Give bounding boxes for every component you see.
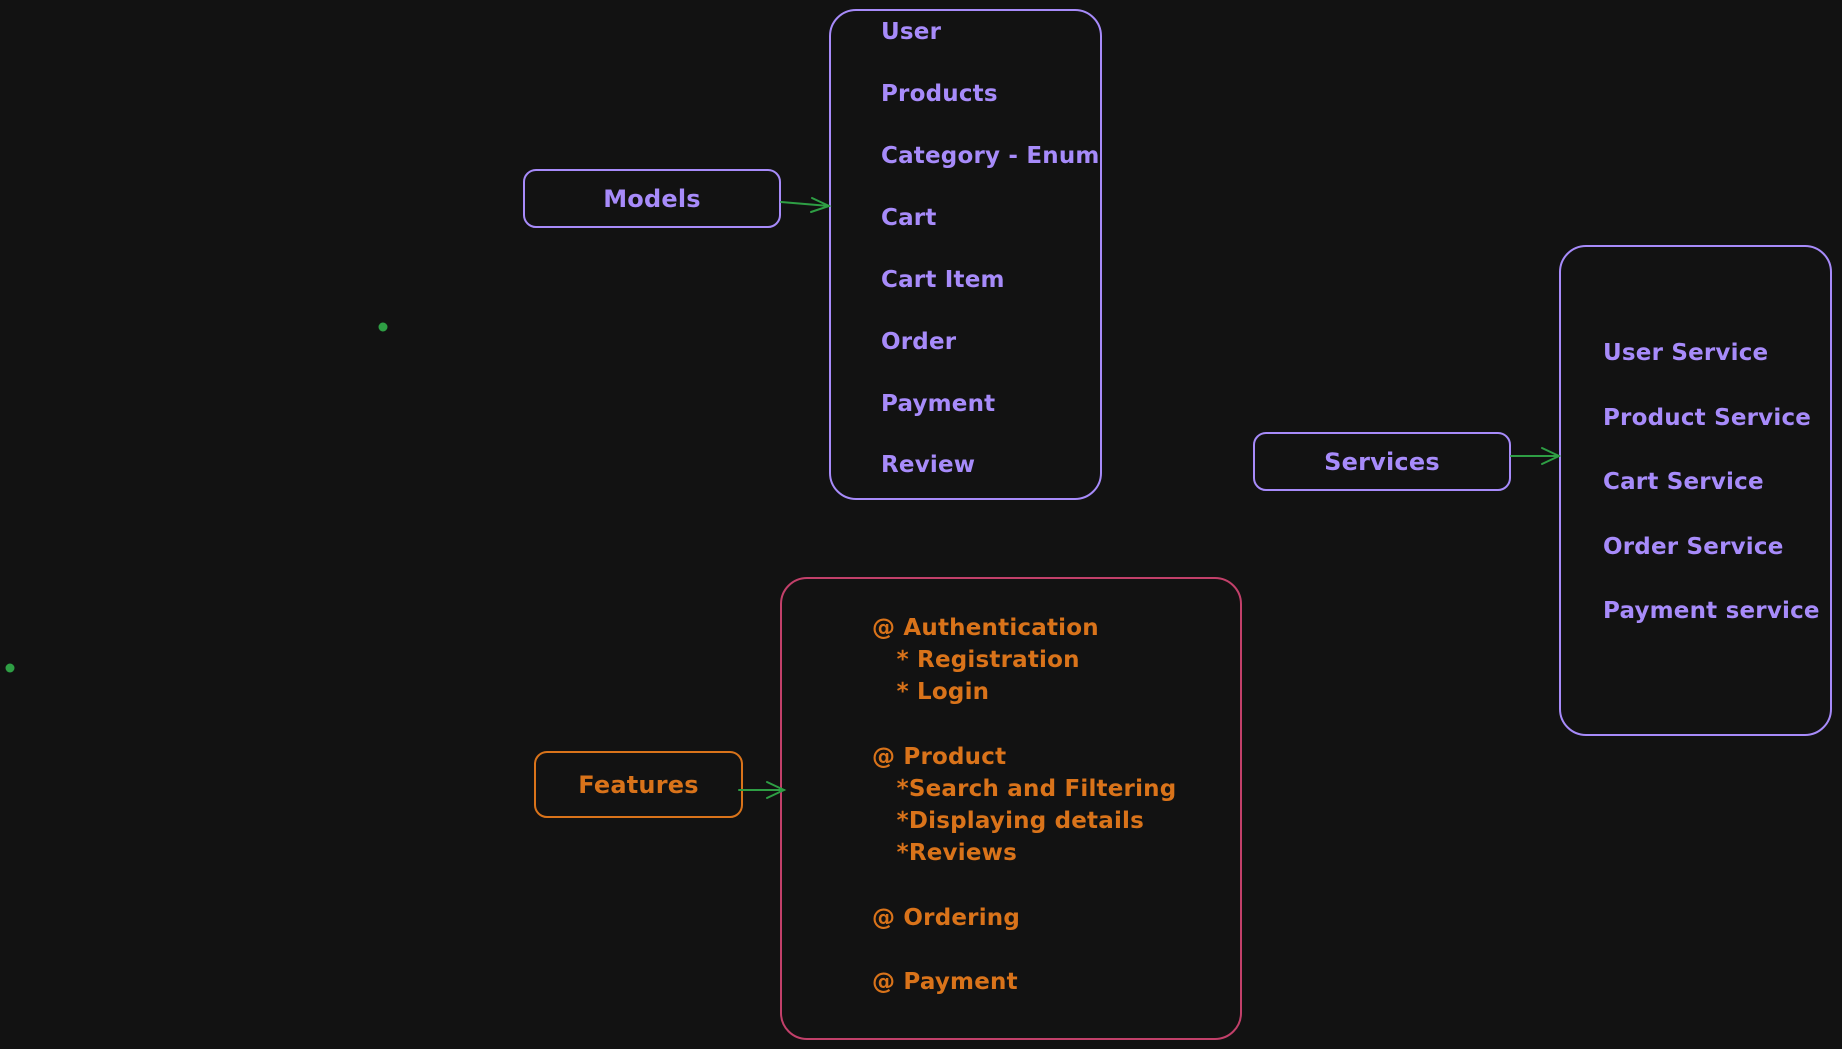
- services-arrow[interactable]: [1510, 447, 1562, 465]
- feature-heading: @ Payment: [872, 969, 1018, 995]
- service-item: Payment service: [1603, 598, 1820, 624]
- model-item: Category - Enum: [881, 143, 1100, 169]
- features-box[interactable]: [534, 751, 743, 818]
- feature-subitem: *Reviews: [872, 840, 1017, 866]
- model-item: User: [881, 19, 942, 45]
- green-dot: [378, 322, 388, 332]
- models-list-box[interactable]: [829, 9, 1102, 500]
- service-item: Product Service: [1603, 405, 1812, 431]
- model-item: Payment: [881, 391, 996, 417]
- feature-heading: @ Authentication: [872, 615, 1099, 641]
- feature-subitem: *Search and Filtering: [872, 776, 1177, 802]
- service-item: Order Service: [1603, 534, 1784, 560]
- features-arrow[interactable]: [738, 781, 787, 799]
- model-item: Cart: [881, 205, 937, 231]
- green-dot: [5, 663, 15, 673]
- models-arrow[interactable]: [780, 197, 832, 213]
- service-item: User Service: [1603, 340, 1769, 366]
- service-item: Cart Service: [1603, 469, 1764, 495]
- feature-heading: @ Product: [872, 744, 1007, 770]
- feature-heading: @ Ordering: [872, 905, 1021, 931]
- models-box[interactable]: [523, 169, 781, 228]
- model-item: Products: [881, 81, 998, 107]
- feature-subitem: *Displaying details: [872, 808, 1145, 834]
- services-list-box[interactable]: [1559, 245, 1832, 736]
- features-label: Features: [578, 770, 699, 799]
- features-list-box[interactable]: [780, 577, 1242, 1040]
- model-item: Review: [881, 452, 976, 478]
- model-item: Cart Item: [881, 267, 1005, 293]
- feature-subitem: * Login: [872, 679, 990, 705]
- services-box[interactable]: [1253, 432, 1511, 491]
- services-label: Services: [1324, 447, 1440, 476]
- model-item: Order: [881, 329, 957, 355]
- models-label: Models: [603, 184, 701, 213]
- feature-subitem: * Registration: [872, 647, 1080, 673]
